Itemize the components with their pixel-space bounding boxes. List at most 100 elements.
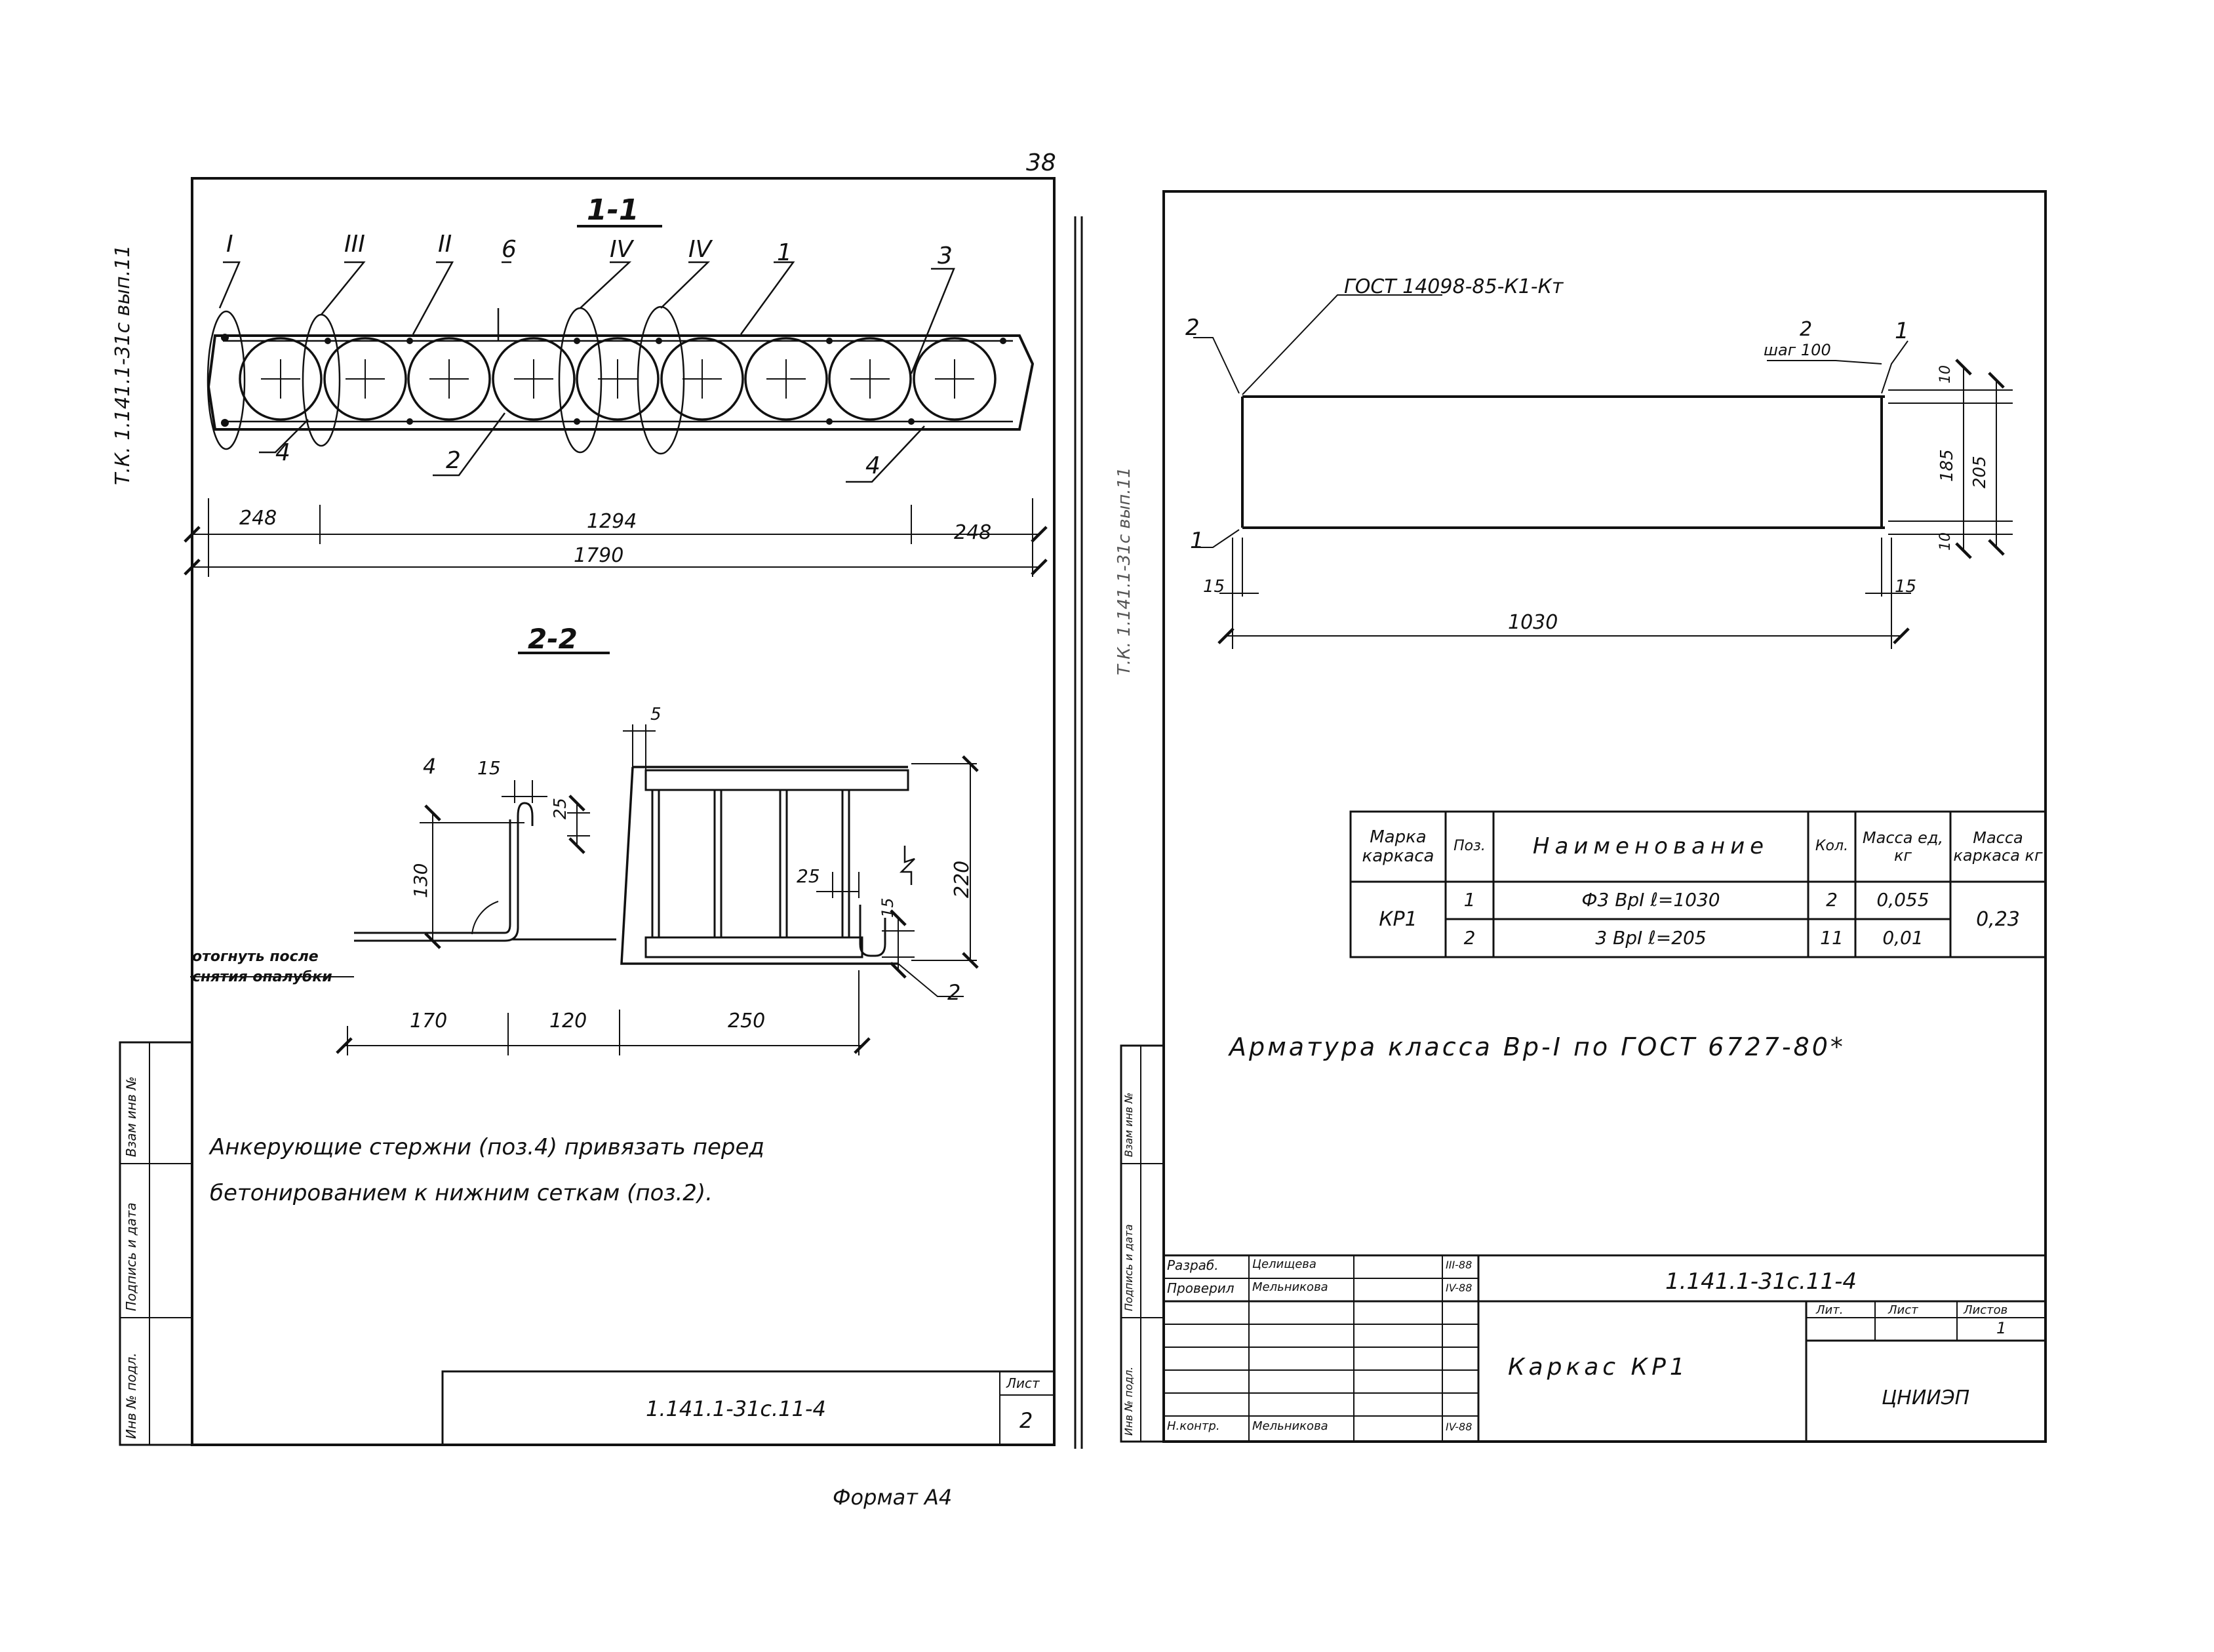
tb-role-3: Н.контр.: [1167, 1419, 1220, 1433]
spec-row-2-qty: 11: [1820, 926, 1844, 949]
s2-d5: 5: [650, 705, 662, 724]
section-2-2: [190, 652, 979, 1055]
callout-IV-a: IV: [610, 236, 633, 263]
tb-col-sheet: Лист: [1888, 1303, 1918, 1317]
callout-III: III: [344, 231, 365, 258]
tb-role-2: Проверил: [1167, 1280, 1235, 1296]
tb-title: Каркас КР1: [1508, 1354, 1689, 1381]
rebar-note: Арматура класса Вр-I по ГОСТ 6727-80*: [1229, 1032, 1846, 1061]
tb-sheets-value: 1: [1996, 1319, 2007, 1337]
right-sheet: [1120, 190, 2047, 1443]
pos-2-left: 2: [1185, 315, 1200, 341]
frame-kr1-elevation: [1241, 395, 1885, 529]
tb-org: ЦНИИЭП: [1882, 1386, 1970, 1409]
spec-row-2-mass: 0,01: [1882, 926, 1924, 949]
gost-weld: ГОСТ 14098-85-К1-Кт: [1344, 275, 1564, 298]
tb-col-sheets: Листов: [1964, 1303, 2008, 1317]
spec-mark: КР1: [1379, 908, 1417, 931]
right-stamp-sign: Подпись и дата: [1122, 1224, 1135, 1311]
title-block: [1162, 1254, 2047, 1443]
page-number: 38: [1026, 149, 1056, 176]
callout-6: 6: [502, 236, 517, 263]
spec-header-pos: Поз.: [1453, 838, 1486, 855]
s2-pos4: 4: [423, 754, 437, 779]
spec-header-qty: Кол.: [1815, 838, 1849, 855]
spec-row-1-name: Ф3 ВрI ℓ=1030: [1581, 889, 1720, 911]
callout-II: II: [438, 231, 452, 258]
left-stamp-code: 1.141.1-31с.11-4: [646, 1396, 826, 1421]
tb-name-2: Мельникова: [1252, 1280, 1328, 1294]
dim-120: 120: [549, 1010, 587, 1032]
s2-pos2: 2: [947, 980, 961, 1005]
spec-row-1-pos: 1: [1463, 889, 1476, 911]
right-stamp-inv: Инв № подл.: [1122, 1366, 1135, 1436]
right-stamp-replace: Взам инв №: [1122, 1092, 1135, 1157]
callout-4-a: 4: [275, 439, 290, 466]
tb-col-stage: Лит.: [1816, 1303, 1844, 1317]
spec-total-mass: 0,23: [1976, 908, 2020, 931]
format-label: Формат А4: [833, 1485, 953, 1510]
s2-d15: 15: [477, 757, 501, 779]
callout-4-b: 4: [865, 452, 880, 479]
tb-role-1: Разраб.: [1167, 1257, 1219, 1273]
dim-10-top: 10: [1937, 365, 1954, 384]
dim-170: 170: [410, 1010, 448, 1032]
dim-15-right: 15: [1895, 577, 1917, 597]
note-line-2: бетонированием к нижним сеткам (поз.2).: [210, 1180, 713, 1206]
spec-header-mass-total: Масса каркаса кг: [1953, 829, 2043, 865]
tb-code: 1.141.1-31с.11-4: [1665, 1268, 1857, 1295]
frame-kr1-dimensions: [1193, 294, 2013, 649]
dim-250: 250: [728, 1010, 766, 1032]
bend-note-2: снятия опалубки: [192, 969, 332, 985]
dim-1294: 1294: [587, 510, 637, 533]
right-side-code: Т.К. 1.141.1-31с вып.11: [1115, 467, 1134, 675]
s2-d25b: 25: [797, 865, 820, 887]
section-2-2-title: 2-2: [528, 623, 578, 655]
left-sheet: [119, 177, 1056, 1446]
spec-header-name: Наименование: [1532, 833, 1769, 859]
right-side-stamp: [1120, 1044, 1165, 1443]
spec-header-mass-unit: Масса ед, кг: [1862, 829, 1944, 865]
section-1-1-title: 1-1: [587, 193, 639, 227]
pos-1-right: 1: [1895, 318, 1909, 344]
spec-table: [1349, 810, 2047, 958]
spec-header-mark: Марка каркаса: [1362, 827, 1434, 866]
dim-205: 205: [1970, 456, 1990, 488]
s2-d25: 25: [551, 797, 570, 819]
note-line-1: Анкерующие стержни (поз.4) привязать пер…: [210, 1134, 764, 1160]
s2-d130: 130: [410, 863, 431, 898]
tb-date-3: IV-88: [1446, 1421, 1473, 1433]
dim-248-left: 248: [239, 507, 277, 530]
left-frame: [191, 177, 1056, 1446]
bend-note-1: отогнуть после: [192, 949, 319, 965]
left-stamp-sign: Подпись и дата: [123, 1202, 139, 1311]
callout-IV-b: IV: [688, 236, 712, 263]
pos-2-right: 2: [1800, 318, 1813, 341]
left-stamp: [441, 1370, 1056, 1446]
dim-185: 185: [1937, 449, 1957, 482]
dim-1790: 1790: [574, 544, 624, 567]
section-1-1: [207, 225, 1035, 483]
spec-row-1-mass: 0,055: [1876, 889, 1929, 911]
tb-date-2: IV-88: [1446, 1282, 1473, 1294]
dim-15-left: 15: [1203, 577, 1225, 597]
left-stamp-replace: Взам инв №: [123, 1076, 139, 1157]
dim-1030: 1030: [1508, 611, 1558, 634]
step-note: шаг 100: [1764, 341, 1831, 359]
tb-name-1: Целищева: [1252, 1257, 1316, 1271]
left-stamp-inv: Инв № подл.: [123, 1352, 139, 1439]
tb-date-1: III-88: [1446, 1259, 1473, 1271]
callout-1: 1: [777, 239, 792, 266]
spec-row-2-name: 3 ВрI ℓ=205: [1595, 926, 1707, 949]
left-side-code: Т.К. 1.141.1-31с вып.11: [111, 245, 134, 485]
s2-d220: 220: [951, 860, 974, 898]
left-sheet-no: 2: [1019, 1408, 1033, 1433]
dim-248-right: 248: [954, 521, 992, 544]
left-side-stamp: [119, 1041, 193, 1446]
pos-1-left: 1: [1190, 528, 1204, 554]
spec-row-2-pos: 2: [1463, 926, 1476, 949]
tb-name-3: Мельникова: [1252, 1419, 1328, 1433]
spec-row-1-qty: 2: [1826, 889, 1838, 911]
callout-2: 2: [446, 447, 461, 474]
